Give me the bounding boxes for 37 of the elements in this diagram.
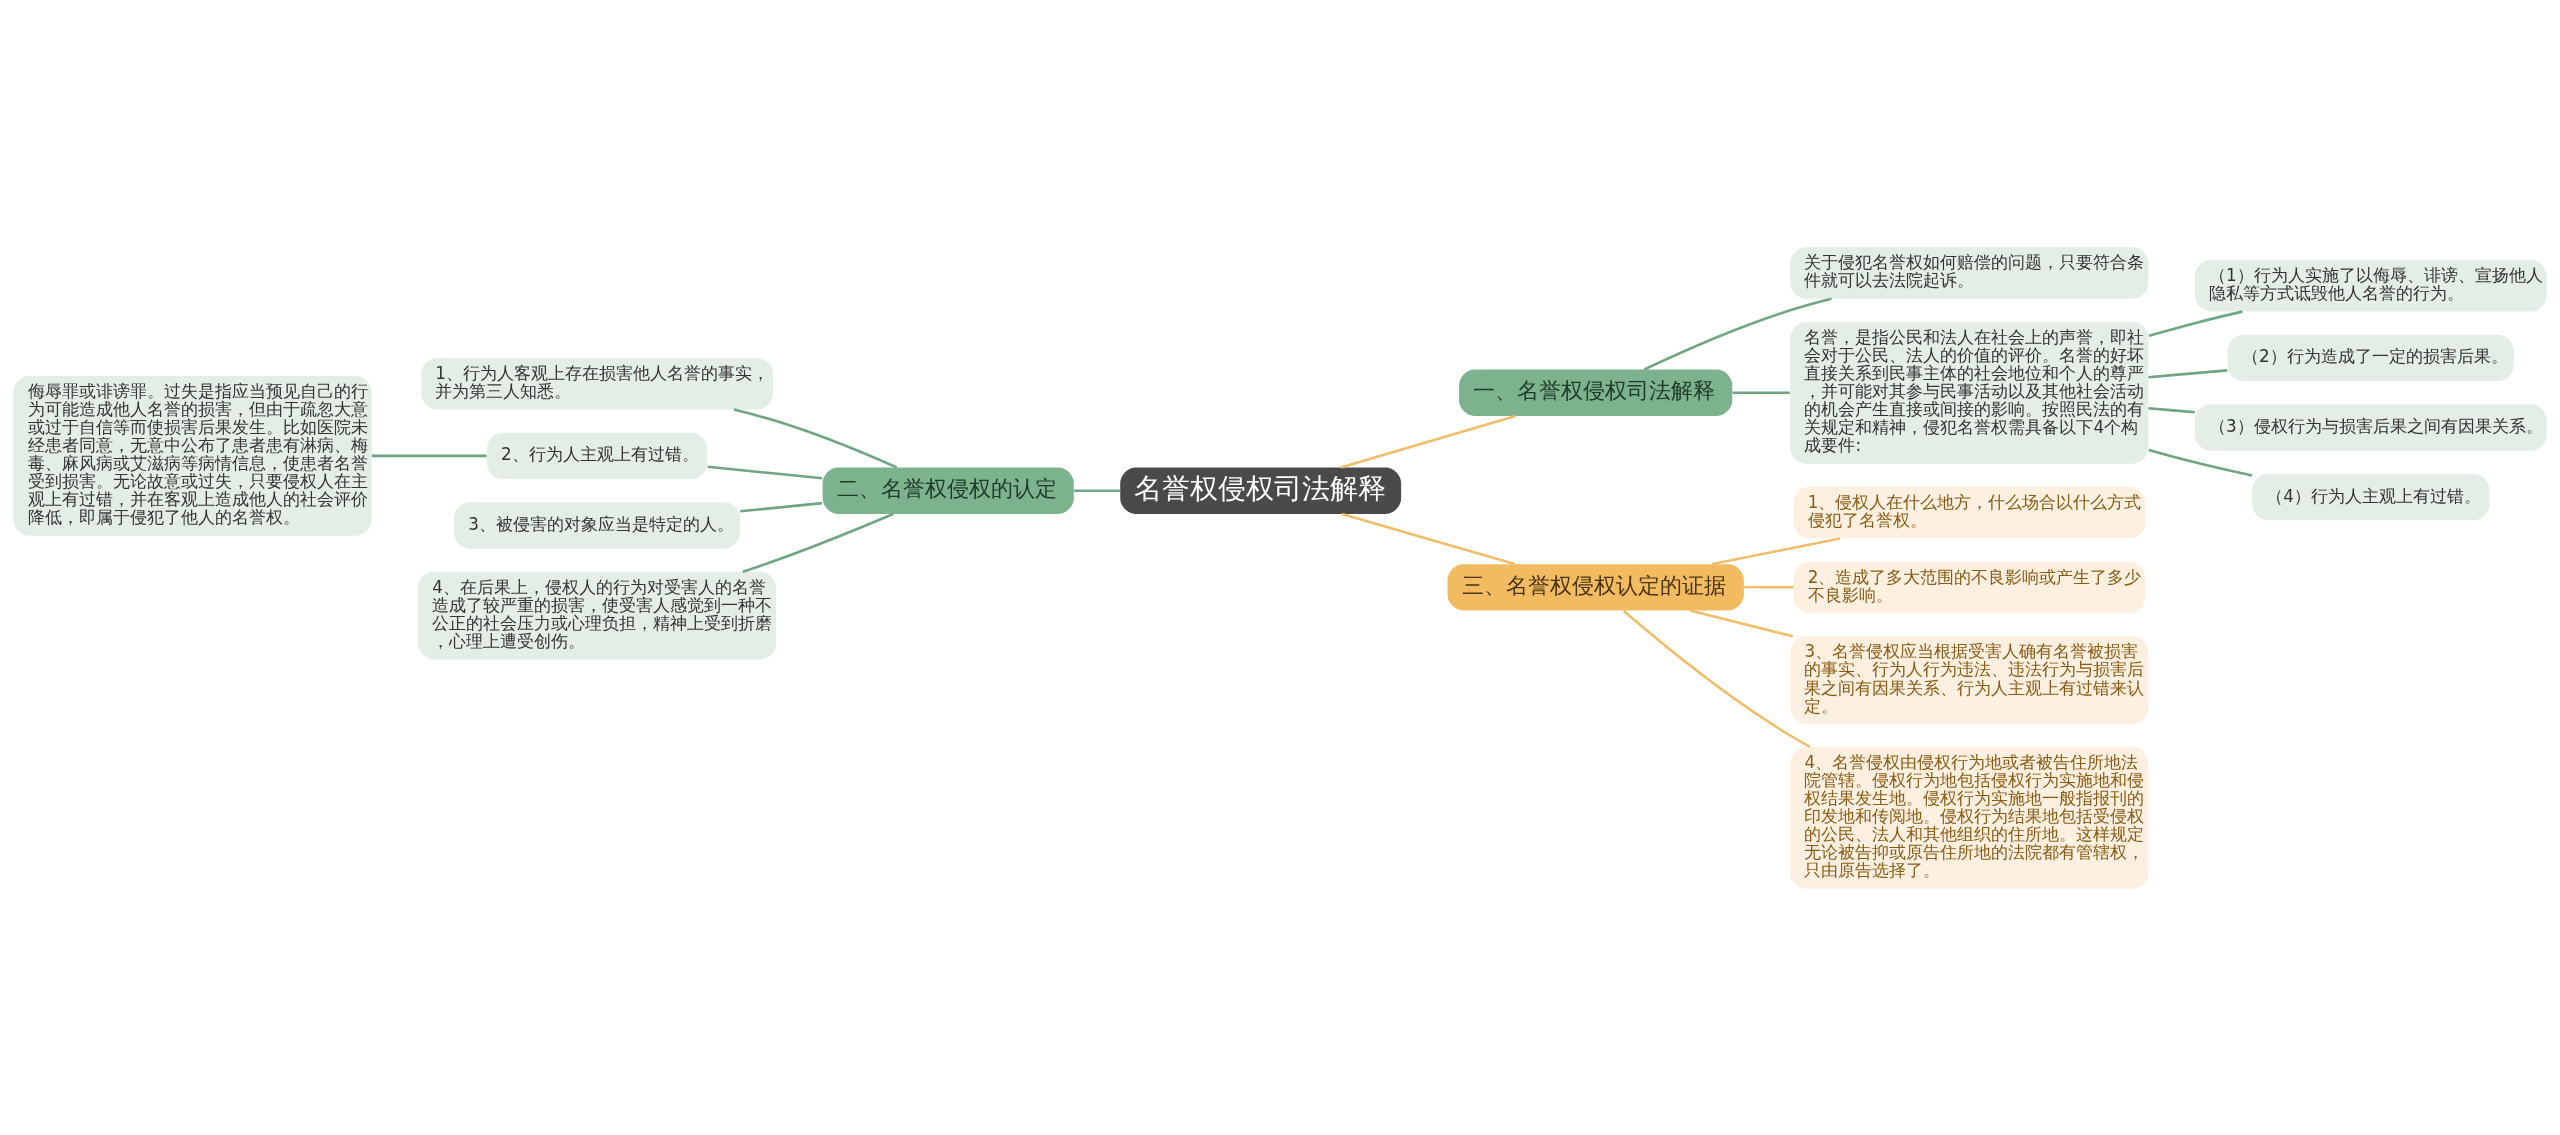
connector bbox=[1074, 488, 1121, 492]
node-box: 关于侵犯名誉权如何赔偿的问题，只要符合条件就可以去法院起诉。 bbox=[1790, 246, 2149, 299]
connector bbox=[733, 407, 898, 469]
node-box: 4、在后果上，侵权人的行为对受害人的名誉造成了较严重的损害，使受害人感觉到一种不公正的社会压力或心理负担，精神上受到折磨，心理上遭受创伤。 bbox=[417, 571, 777, 659]
connector bbox=[2148, 406, 2195, 414]
connector bbox=[740, 501, 823, 513]
node-box: 名誉权侵权司法解释 bbox=[1120, 467, 1402, 514]
connector bbox=[371, 454, 487, 457]
connector bbox=[1712, 536, 1841, 565]
node-box: 3、名誉侵权应当根据受害人确有名誉被损害的事实、行为人行为违法、违法行为与损害后果之间有因果关系、行为人主观上有过错来认定。 bbox=[1790, 635, 2149, 724]
connector bbox=[2148, 448, 2253, 477]
node-box: （4）行为人主观上有过错。 bbox=[2252, 473, 2490, 520]
node-box: 4、名誉侵权由侵权行为地或者被告住所地法院管辖。侵权行为地包括侵权行为实施地和侵权结果发生地。侵权行为实施地一般指报刊的印发地和传阅地。侵权行为结果地包括受侵权的公民、法人和其他组织的住所地。这样规定无论被告抑或原告住所地的法院都有管辖权，只由原告选择了。 bbox=[1790, 746, 2149, 889]
node-box: 1、行为人客观上存在损害他人名誉的事实，并为第三人知悉。 bbox=[421, 357, 773, 409]
connector bbox=[1689, 608, 1794, 638]
node-box: （3）侵权行为与损害后果之间有因果关系。 bbox=[2194, 403, 2547, 451]
node-box: 名誉，是指公民和法人在社会上的声誉，即社会对于公民、法人的价值的评价。名誉的好坏直接关系到民事主体的社会地位和个人的尊严，并可能对其参与民事活动以及其他社会活动的机会产生直接或间接的影响。按照民法的有关规定和精神，侵犯名誉权需具备以下4个构成要件: bbox=[1790, 321, 2149, 464]
connector bbox=[1340, 414, 1516, 469]
node-box: （1）行为人实施了以侮辱、诽谤、宣扬他人隐私等方式诋毁他人名誉的行为。 bbox=[2194, 259, 2547, 312]
connector bbox=[1622, 609, 1811, 748]
node-box: 2、行为人主观上有过错。 bbox=[486, 432, 708, 479]
node-box: 二、名誉权侵权的认定 bbox=[822, 467, 1074, 514]
node-box: 3、被侵害的对象应当是特定的人。 bbox=[454, 501, 741, 549]
connector bbox=[2148, 368, 2228, 379]
connector bbox=[707, 465, 823, 480]
node-box: 1、侵权人在什么地方，什么场合以什么方式侵犯了名誉权。 bbox=[1793, 486, 2146, 538]
node-box: 侮辱罪或诽谤罪。过失是指应当预见自己的行为可能造成他人名誉的损害，但由于疏忽大意或过于自信等而使损害后果发生。比如医院未经患者同意，无意中公布了患者患有淋病、梅毒、麻风病或艾滋病等病情信息，使患者名誉受到损害。无论故意或过失，只要侵权人在主观上有过错，并在客观上造成他人的社会评价降低，即属于侵犯了他人的名誉权。 bbox=[13, 375, 372, 536]
node-box: 一、名誉权侵权司法解释 bbox=[1459, 369, 1733, 416]
node-box: （2）行为造成了一定的损害后果。 bbox=[2227, 334, 2514, 381]
node-box: 三、名誉权侵权认定的证据 bbox=[1447, 563, 1744, 610]
connector bbox=[1744, 585, 1794, 589]
connector bbox=[742, 512, 894, 573]
connector bbox=[1732, 390, 1790, 394]
connector bbox=[1643, 297, 1832, 371]
connector bbox=[2148, 309, 2243, 337]
connector bbox=[1341, 512, 1515, 565]
node-box: 2、造成了多大范围的不良影响或产生了多少不良影响。 bbox=[1793, 561, 2146, 613]
